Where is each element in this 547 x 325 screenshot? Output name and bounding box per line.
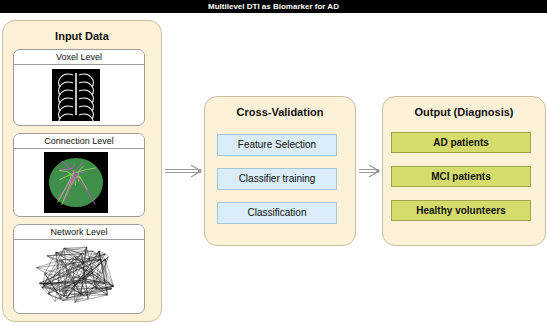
brain-illustration [14, 65, 138, 125]
flow-arrow [165, 169, 201, 173]
flow-arrow-inner [359, 170, 376, 172]
process-box: Feature Selection [217, 134, 337, 156]
box-label: AD patients [392, 133, 530, 152]
level-heading: Voxel Level [14, 50, 144, 65]
brain-illustration [14, 240, 138, 313]
group-panel: Output (Diagnosis) AD patientsMCI patient… [382, 96, 546, 246]
flow-arrow-inner [165, 170, 198, 172]
flow-arrow-group [359, 171, 379, 172]
level-box: Connection Level [13, 133, 145, 217]
group-panel: Input DataVoxel LevelConnection LevelNet… [2, 20, 162, 322]
group-panel: Cross-ValidationFeature SelectionClassif… [204, 96, 356, 246]
panel-heading: Input Data [3, 21, 161, 42]
box-label: MCI patients [392, 167, 530, 186]
box-label: Healthy volunteers [392, 201, 530, 220]
process-box: Classifier training [217, 168, 337, 190]
brain-illustration [14, 149, 138, 216]
level-heading: Connection Level [14, 134, 144, 149]
box-label: Classifier training [218, 169, 336, 189]
diagram-title: Multilevel DTI as Biomarker for AD [0, 0, 547, 13]
panel-heading: Cross-Validation [205, 97, 355, 118]
level-box: Network Level [13, 224, 145, 314]
title-bar: Multilevel DTI as Biomarker for AD [0, 0, 547, 13]
panel-heading: Output (Diagnosis) [383, 97, 545, 118]
result-box: MCI patients [391, 166, 531, 187]
level-heading: Network Level [14, 225, 144, 240]
box-label: Classification [218, 203, 336, 223]
result-box: Healthy volunteers [391, 200, 531, 221]
flow-arrow [359, 169, 379, 173]
process-box: Classification [217, 202, 337, 224]
level-box: Voxel Level [13, 49, 145, 126]
flow-arrow-group [165, 171, 201, 172]
box-label: Feature Selection [218, 135, 336, 155]
result-box: AD patients [391, 132, 531, 153]
